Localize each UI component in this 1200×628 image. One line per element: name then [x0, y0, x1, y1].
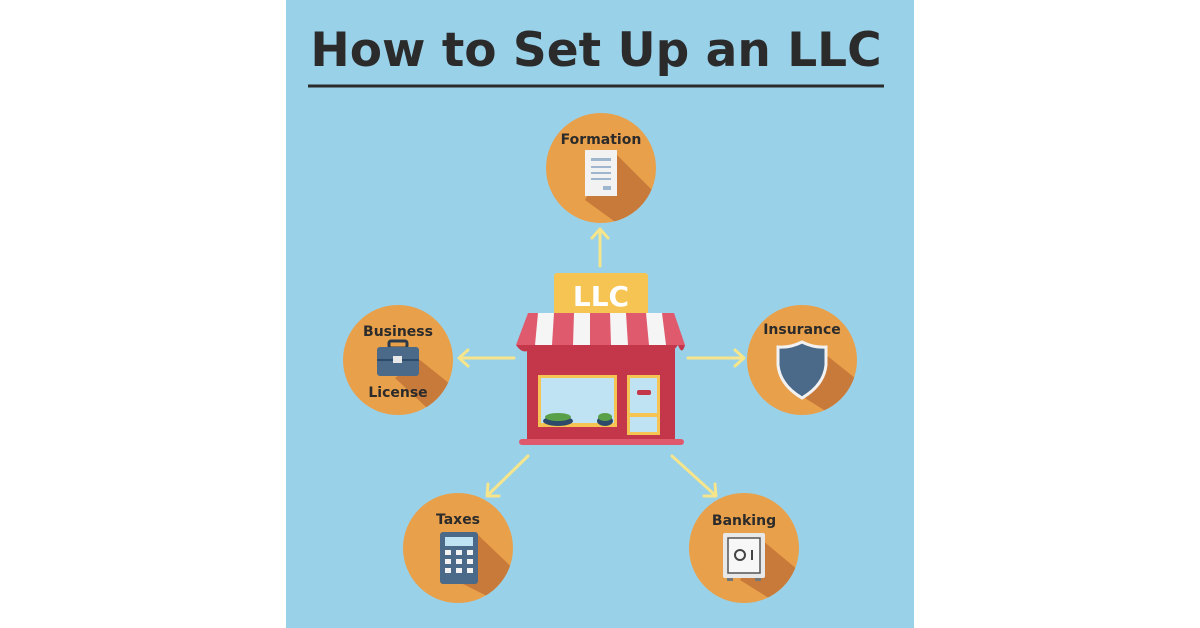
step-formation: Formation: [546, 113, 656, 223]
safe-icon: [723, 533, 765, 581]
page-title: How to Set Up an LLC: [310, 23, 881, 78]
calculator-icon: [440, 532, 478, 584]
arrow-up: [590, 227, 610, 268]
document-icon: [585, 150, 617, 196]
taxes-label: Taxes: [436, 512, 480, 528]
arrow-right: [686, 348, 746, 368]
briefcase-icon: [377, 339, 419, 376]
license-label: License: [368, 385, 427, 401]
insurance-label: Insurance: [763, 322, 841, 338]
step-insurance: Insurance: [747, 305, 857, 415]
business-label: Business: [363, 324, 433, 340]
storefront-icon: LLC: [516, 273, 685, 445]
banking-label: Banking: [712, 513, 776, 529]
step-business-license: Business License: [343, 305, 453, 415]
shield-icon: [776, 340, 828, 400]
step-banking: Banking: [689, 493, 799, 603]
llc-sign: LLC: [573, 280, 629, 313]
step-taxes: Taxes: [403, 493, 513, 603]
arrow-down-left: [485, 454, 530, 498]
arrow-left: [457, 348, 516, 368]
formation-label: Formation: [561, 132, 642, 148]
arrow-down-right: [670, 454, 718, 498]
